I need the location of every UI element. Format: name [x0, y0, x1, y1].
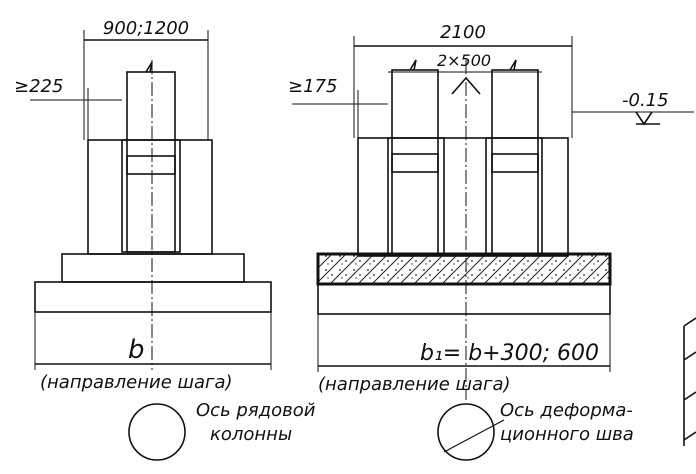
left-socket: [87, 139, 213, 255]
left-axis-caption-1: Ось рядовой: [196, 400, 316, 421]
left-direction-caption: (направление шага): [40, 372, 233, 393]
left-base-label: b: [128, 335, 145, 365]
right-grout-1: [391, 153, 439, 173]
right-axis-caption-2: ционного шва: [500, 424, 634, 445]
right-slab-upper: [316, 252, 612, 286]
left-axis-circle: [128, 403, 186, 461]
left-dimensions: 900;1200 ≥225 b (направление шага): [14, 18, 272, 393]
left-axis-caption-2: колонны: [210, 424, 292, 445]
right-column-2: [491, 69, 539, 255]
right-inner-dim: 2×500: [437, 51, 491, 70]
level-marker-icon: [635, 111, 653, 126]
right-axis-caption-1: Ось деформа-: [500, 400, 633, 421]
left-column-break: [145, 61, 153, 73]
right-side-dim: ≥175: [288, 76, 337, 97]
right-grout-2: [491, 153, 539, 173]
left-column: [126, 71, 176, 253]
right-socket-gap-2: [485, 137, 543, 255]
left-side-dim: ≥225: [14, 76, 63, 97]
right-dimensions: 2100 2×500 ≥175 -0.15 b₁= b+300; 600 (на…: [288, 22, 694, 395]
right-socket-gap-1: [387, 137, 445, 255]
right-axis-symbol: Ось деформа- ционного шва: [437, 400, 634, 461]
right-socket: [357, 137, 569, 257]
right-slab-lower: [317, 283, 611, 315]
right-axis-circle: [437, 403, 495, 461]
left-top-dim: 900;1200: [103, 18, 189, 39]
left-slab-upper: [61, 253, 245, 283]
left-socket-gap: [121, 139, 181, 253]
right-base-label: b₁= b+300; 600: [420, 341, 599, 366]
left-slab-lower: [34, 281, 272, 313]
right-direction-caption: (направление шага): [318, 374, 511, 395]
left-axis-symbol: Ось рядовой колонны: [128, 400, 316, 461]
right-column-1: [391, 69, 439, 255]
left-grout: [126, 155, 176, 175]
right-top-dim: 2100: [440, 22, 486, 43]
left-foundation: [34, 60, 272, 370]
right-level-mark: -0.15: [622, 90, 669, 111]
right-foundation: [316, 59, 612, 400]
cropped-fragment: [683, 317, 696, 446]
